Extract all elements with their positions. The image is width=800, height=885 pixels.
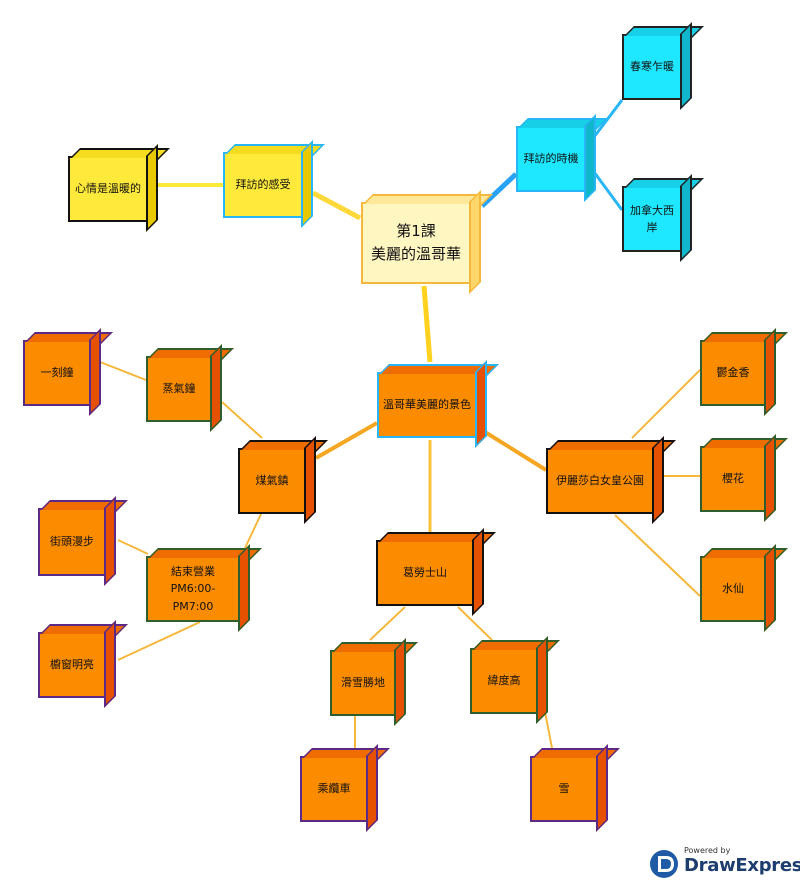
node-narcissus[interactable]: 水仙 xyxy=(700,556,766,622)
edge-root-scenery xyxy=(421,285,433,363)
edge-steam-quarter xyxy=(99,361,147,381)
edge-latitude-snow xyxy=(544,711,553,749)
node-canada-west[interactable]: 加拿大西岸 xyxy=(622,186,682,252)
edge-root-timing xyxy=(480,172,518,208)
brand-text: DrawExpress xyxy=(684,855,800,876)
node-quarter-hour[interactable]: 一刻鐘 xyxy=(23,340,91,406)
edge-scenery-park xyxy=(483,430,548,472)
node-cable-car[interactable]: 乘纜車 xyxy=(300,756,368,822)
node-early-spring[interactable]: 春寒乍暖 xyxy=(622,34,682,100)
edge-timing-spring xyxy=(592,99,624,138)
edge-park-narcissus xyxy=(614,514,701,597)
node-closing-time[interactable]: 結束營業 PM6:00-PM7:00 xyxy=(146,556,240,622)
edge-timing-west xyxy=(592,171,624,211)
node-visit-feeling[interactable]: 拜訪的感受 xyxy=(223,152,303,218)
node-steam-clock[interactable]: 蒸氣鐘 xyxy=(146,356,212,422)
node-grouse[interactable]: 葛勞士山 xyxy=(376,540,474,606)
edge-closing-stroll xyxy=(117,539,149,555)
drawexpress-logo-icon xyxy=(650,850,678,878)
edge-scenery-gastown xyxy=(315,421,378,460)
powered-by-text: Powered by xyxy=(684,846,731,855)
edge-gastown-steam xyxy=(221,401,263,439)
drawexpress-footer: Powered by DrawExpress xyxy=(648,846,800,880)
node-gastown[interactable]: 煤氣鎮 xyxy=(238,448,306,514)
node-snow[interactable]: 雪 xyxy=(530,756,598,822)
node-ski-resort[interactable]: 滑雪勝地 xyxy=(330,650,396,716)
node-latitude[interactable]: 緯度高 xyxy=(470,648,538,714)
node-qe-park[interactable]: 伊麗莎白女皇公園 xyxy=(546,448,654,514)
node-street-stroll[interactable]: 街頭漫步 xyxy=(38,508,106,576)
node-warm-mood[interactable]: 心情是溫暖的 xyxy=(68,156,148,222)
edge-root-feeling xyxy=(311,190,362,221)
node-bright-windows[interactable]: 櫥窗明亮 xyxy=(38,632,106,698)
edge-closing-windows xyxy=(117,621,201,661)
edge-gastown-closing xyxy=(244,511,263,549)
node-visit-timing[interactable]: 拜訪的時機 xyxy=(516,126,586,192)
edge-grouse-latitude xyxy=(457,606,493,641)
node-tulip[interactable]: 鬱金香 xyxy=(700,340,766,406)
node-root[interactable]: 第1課 美麗的溫哥華 xyxy=(361,202,471,284)
edge-grouse-ski xyxy=(369,606,406,641)
node-cherry[interactable]: 櫻花 xyxy=(700,446,766,512)
node-scenery[interactable]: 溫哥華美麗的景色 xyxy=(377,372,477,438)
edge-park-tulip xyxy=(631,369,701,439)
